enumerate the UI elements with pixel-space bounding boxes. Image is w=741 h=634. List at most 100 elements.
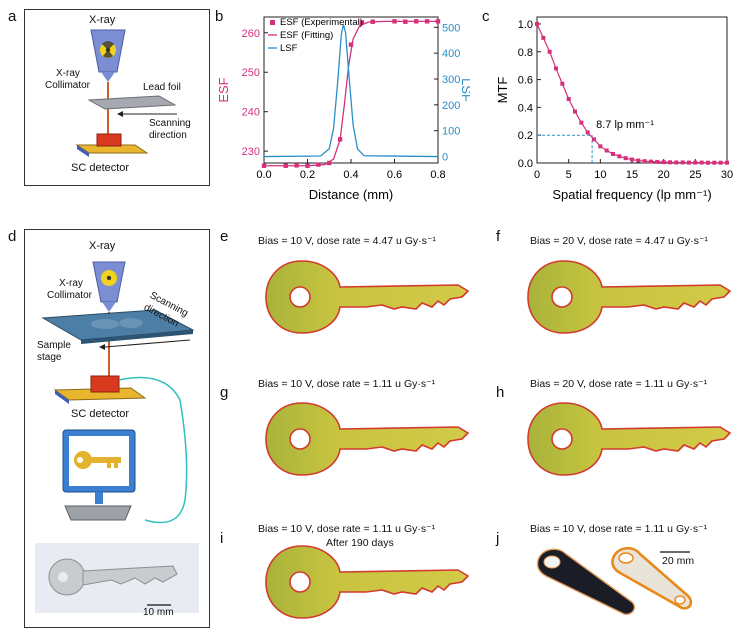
mtf-point [718, 160, 723, 165]
y2-tick-label: 400 [442, 48, 460, 60]
mtf-line [536, 23, 727, 164]
x-tick-label: 20 [658, 169, 670, 181]
scanning-label-1: Scanning [149, 118, 191, 129]
key-xray-image-i [262, 542, 472, 622]
x-tick-label: 0.4 [343, 169, 358, 181]
scale-bar-label: 10 mm [143, 607, 174, 618]
esf-point [261, 163, 267, 168]
collimator-label-2: Collimator [45, 80, 91, 91]
mtf-point [674, 160, 679, 165]
x-tick-label: 0.8 [430, 169, 445, 181]
y-tick-label: 1.0 [518, 19, 533, 31]
panel-d-frame: X-ray X-ray Collimator Scanning directio… [24, 229, 210, 628]
panel-b-letter: b [215, 8, 224, 25]
esf-point [435, 19, 441, 24]
mtf-point [566, 97, 571, 102]
x-tick-label: 10 [594, 169, 606, 181]
x-tick-label: 25 [689, 169, 701, 181]
legend-entry: LSF [280, 43, 298, 54]
key-xray-image-e [262, 257, 472, 337]
panel-d-letter: d [8, 228, 17, 245]
y-axis-label: ESF [216, 77, 231, 102]
esf-point [414, 19, 419, 24]
y-tick-label: 0.6 [518, 75, 533, 87]
y-axis-label: MTF [495, 77, 510, 104]
esf-point [403, 19, 408, 24]
stage-label-1: Sample [37, 340, 71, 351]
y-tick-label: 250 [242, 67, 260, 79]
panel-a-diagram [75, 29, 177, 157]
esf-point [337, 137, 343, 142]
esf-point [283, 163, 288, 168]
y-tick-label: 0.2 [518, 130, 533, 142]
y2-tick-label: 100 [442, 126, 460, 138]
key-xray-image-h [524, 399, 734, 479]
mtf-point [579, 120, 584, 125]
esf-point [370, 19, 375, 24]
cable [118, 376, 188, 524]
y2-axis-label: LSF [459, 78, 470, 102]
collimator-label-1: X-ray [56, 68, 80, 79]
esf-point [348, 42, 354, 47]
mtf-point [699, 160, 704, 165]
x-tick-label: 0.6 [387, 169, 402, 181]
mtf-point [706, 160, 710, 165]
panel-g-caption: Bias = 10 V, dose rate = 1.11 u Gy·s⁻¹ [258, 378, 436, 390]
y-tick-label: 260 [242, 28, 260, 40]
y-tick-label: 0.0 [518, 158, 533, 170]
panel-f-letter: f [496, 228, 501, 245]
y2-tick-label: 300 [442, 74, 460, 86]
x-tick-label: 15 [626, 169, 638, 181]
y-tick-label: 240 [242, 107, 260, 119]
panel-a-letter: a [8, 8, 17, 25]
legend-marker-exp [270, 20, 275, 25]
panel-j-scale-label: 20 mm [662, 555, 695, 567]
panel-f-caption: Bias = 20 V, dose rate = 4.47 u Gy·s⁻¹ [530, 235, 708, 247]
panel-a-frame: X-ray X-ray Collimator Lead foil Scannin… [24, 9, 210, 186]
esf-point [424, 19, 430, 24]
mtf-point [636, 158, 641, 163]
y-tick-label: 0.8 [518, 47, 533, 59]
collimator-label-1: X-ray [59, 278, 83, 289]
panel-c-letter: c [482, 8, 490, 25]
y2-tick-label: 0 [442, 152, 448, 164]
mtf-point [541, 35, 546, 40]
x-tick-label: 0.2 [300, 169, 315, 181]
panel-j-caption: Bias = 10 V, dose rate = 1.11 u Gy·s⁻¹ [530, 523, 708, 535]
mtf-point [573, 109, 577, 114]
mtf-point [585, 130, 590, 135]
mtf-point [535, 21, 539, 26]
x-axis-label: Distance (mm) [309, 187, 394, 202]
orange-key-fob-icon [611, 546, 693, 610]
detector-label: SC detector [71, 408, 130, 420]
legend-entry: ESF (Fitting) [280, 30, 333, 41]
esf-point [392, 19, 397, 24]
panel-i-caption: Bias = 10 V, dose rate = 1.11 u Gy·s⁻¹ [258, 523, 436, 535]
panel-h-letter: h [496, 384, 505, 401]
panel-i-letter: i [220, 530, 224, 547]
panel-i-note: After 190 days [326, 537, 394, 549]
detector-label: SC detector [71, 162, 130, 174]
x-tick-label: 30 [721, 169, 733, 181]
mtf-point [693, 160, 698, 165]
lead-foil-icon [87, 95, 177, 110]
mtf-point [617, 154, 622, 159]
esf-point [359, 20, 365, 25]
mtf-point [687, 160, 691, 165]
mtf-point [725, 160, 729, 165]
detector-crystal-icon [90, 375, 120, 393]
panel-e-letter: e [220, 228, 229, 245]
esf-point [327, 160, 332, 166]
scan-arrow [104, 339, 191, 348]
esf-point [294, 163, 299, 168]
collimator-label-2: Collimator [47, 290, 93, 301]
mtf-point [547, 49, 552, 54]
panel-g-letter: g [220, 384, 229, 401]
annotation-label: 8.7 lp mm⁻¹ [596, 119, 654, 131]
mtf-point [661, 160, 666, 165]
y2-tick-label: 200 [442, 100, 460, 112]
y-tick-label: 0.4 [518, 102, 533, 114]
panel-d-diagram [35, 261, 199, 613]
